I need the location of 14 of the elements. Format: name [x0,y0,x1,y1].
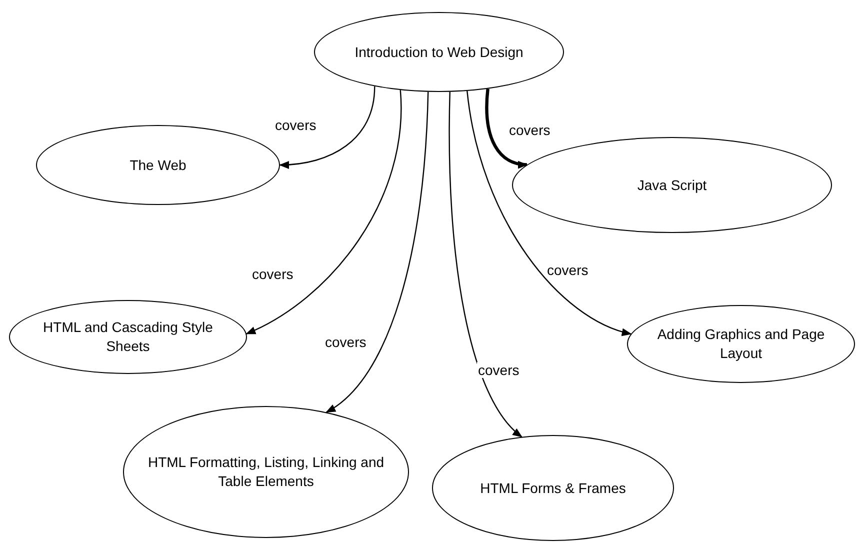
arrow [466,90,632,336]
edge-label: covers [477,362,520,378]
topic-text: Java Script [637,176,707,194]
topic-text: HTML Forms & Frames [480,478,626,498]
topic-text: The Web [130,156,186,174]
arrow [246,90,402,334]
arrow [448,92,522,438]
arrow [326,92,429,413]
topic-text: Introduction to Web Design [354,42,524,62]
arrow [279,86,376,169]
topic-text: Adding Graphics and Page Layout [656,325,826,363]
arrow [485,88,528,168]
topic-text: HTML Formatting, Listing, Linking and Table Elements [146,453,386,491]
topic-text: HTML and Cascading Style Sheets [42,318,214,356]
